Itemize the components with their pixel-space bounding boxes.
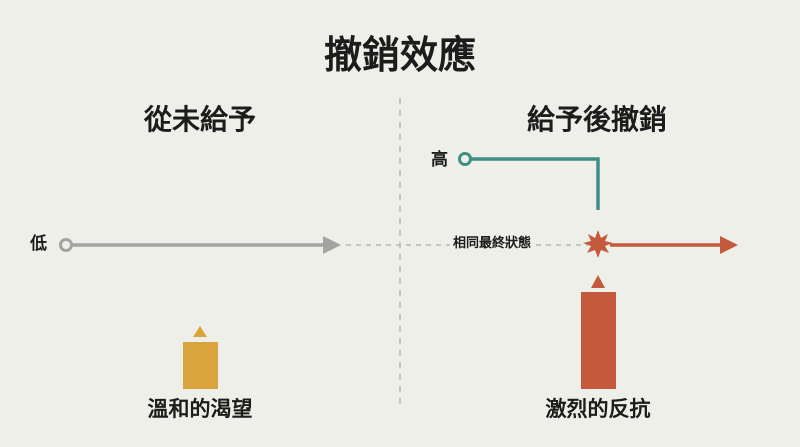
left-panel-heading: 從未給予 bbox=[143, 103, 256, 136]
reaction-arrowhead bbox=[720, 236, 738, 254]
page-title: 撤銷效應 bbox=[323, 33, 476, 77]
low-arrowhead bbox=[323, 236, 341, 254]
right-panel-heading: 給予後撤銷 bbox=[526, 103, 667, 136]
right-panel-caption: 激烈的反抗 bbox=[545, 397, 651, 421]
mild-desire-bar bbox=[183, 342, 218, 389]
fierce-resistance-bar-tip bbox=[591, 275, 605, 288]
high-start-dot bbox=[458, 152, 472, 166]
high-start-label: 高 bbox=[431, 150, 448, 170]
high-path bbox=[471, 157, 600, 210]
burst-star bbox=[583, 230, 613, 258]
low-start-label: 低 bbox=[30, 234, 47, 254]
same-final-state-label: 相同最終狀態 bbox=[450, 236, 535, 251]
fierce-resistance-bar bbox=[581, 292, 616, 389]
low-start-dot bbox=[59, 238, 73, 252]
mild-desire-bar-tip bbox=[193, 326, 207, 337]
left-panel-caption: 溫和的渴望 bbox=[147, 397, 253, 421]
